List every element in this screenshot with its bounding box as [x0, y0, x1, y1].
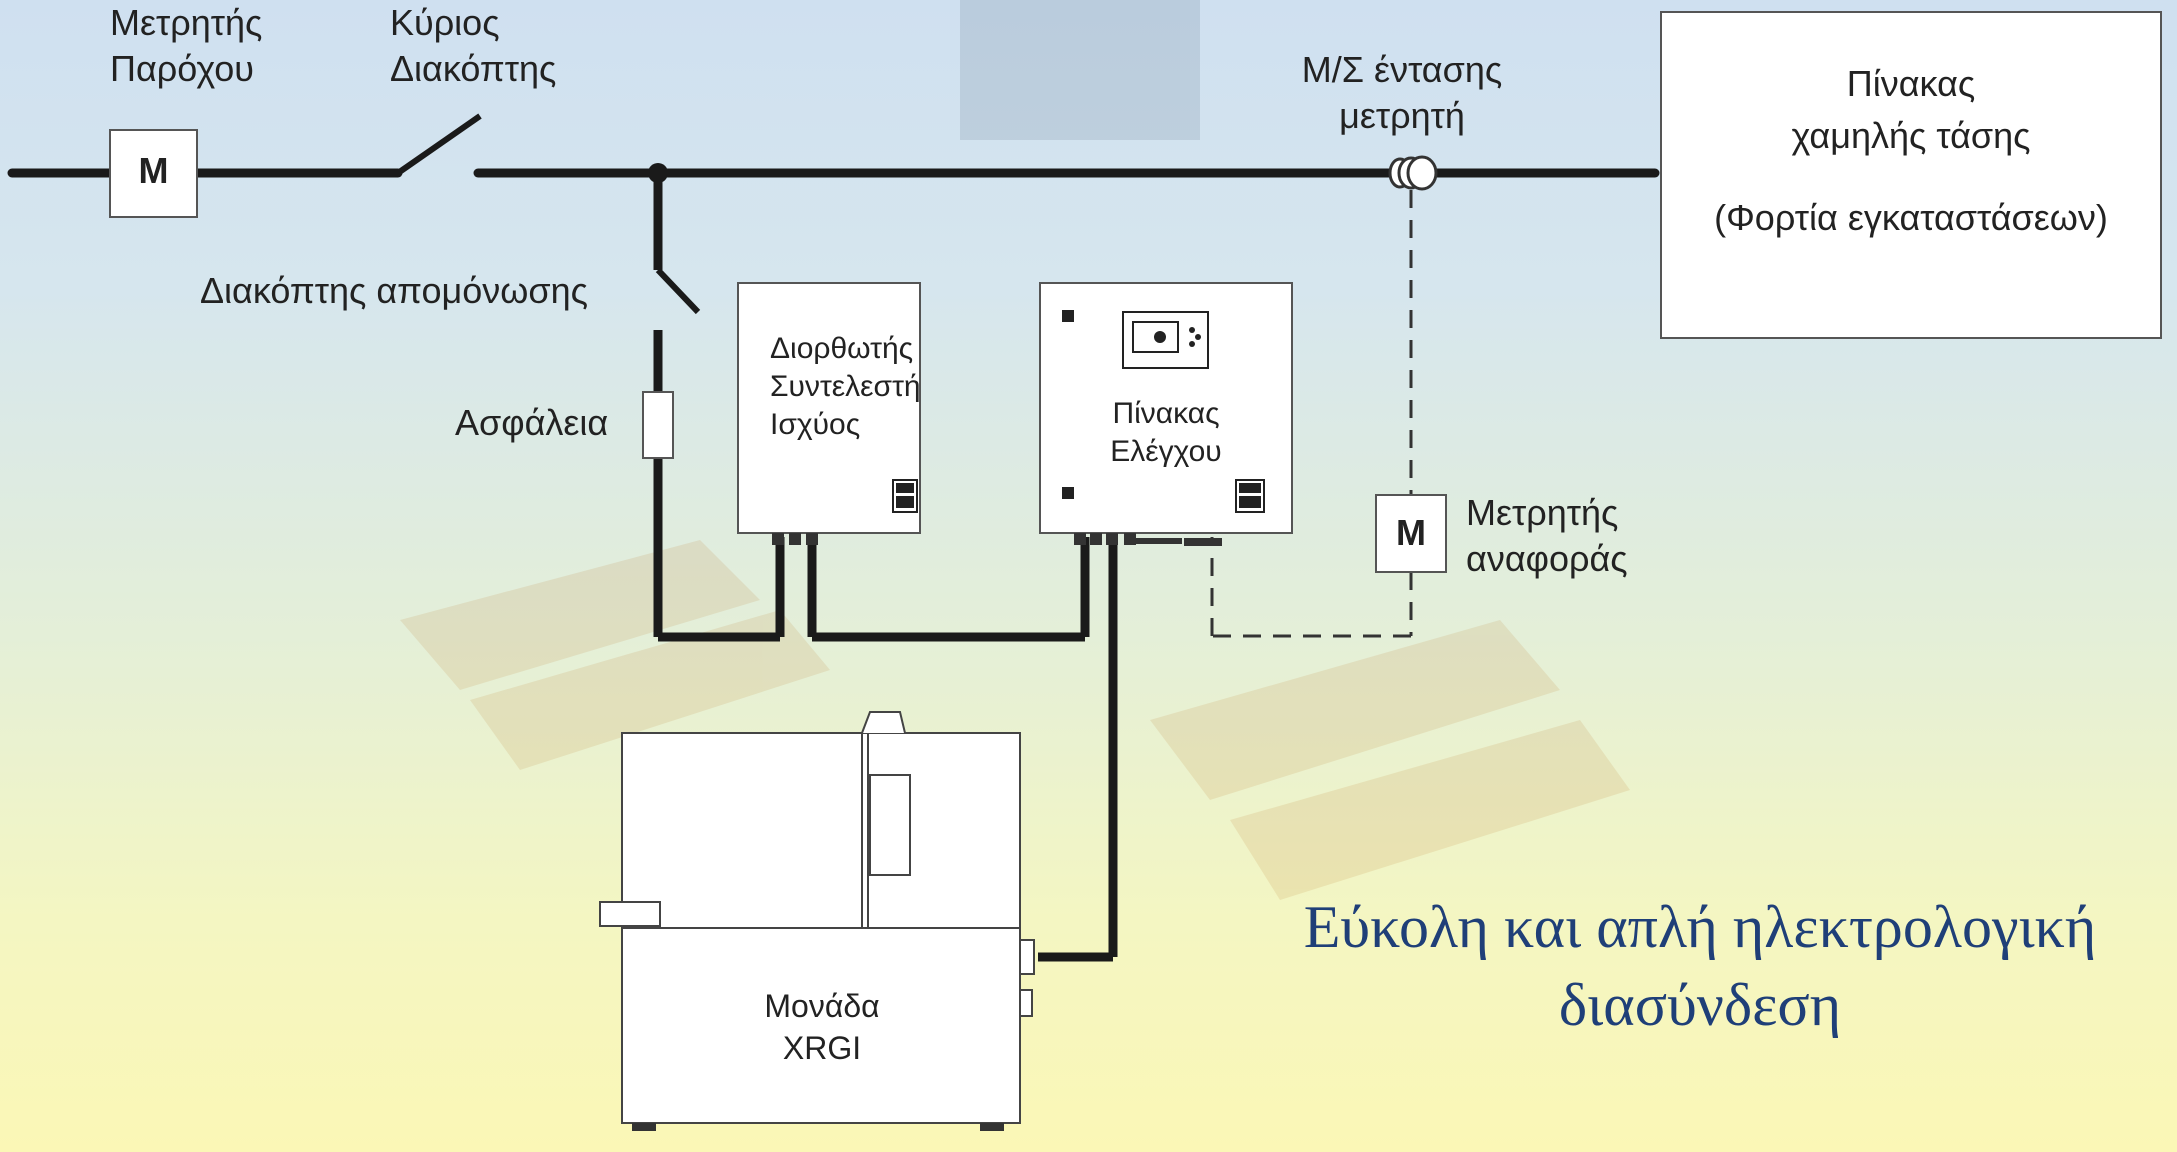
ec-power-logo — [892, 479, 918, 513]
control-terminals — [1074, 533, 1222, 546]
lv-panel-label-line3: (Φορτία εγκαταστάσεων) — [1714, 197, 2108, 238]
xrgi-unit-drawing — [599, 711, 1035, 1124]
provider-meter-label-line2: Παρόχου — [110, 48, 254, 89]
lv-panel-label-line2: χαμηλής τάσης — [1791, 115, 2031, 156]
lv-panel-label-line1: Πίνακας — [1846, 63, 1976, 104]
control-panel-label-line2: Ελέγχου — [1110, 435, 1222, 468]
pf-cable-glands — [772, 533, 818, 545]
provider-meter-box — [109, 129, 198, 218]
reference-meter-box — [1375, 494, 1447, 573]
control-panel-label-line1: Πίνακας — [1112, 397, 1220, 430]
display-icon — [1122, 311, 1209, 369]
provider-meter-label-line1: Μετρητής — [110, 2, 263, 43]
lv-panel-box — [1660, 11, 2162, 339]
provider-meter-symbol: M — [138, 150, 169, 191]
main-switch-label-line2: Διακόπτης — [390, 48, 557, 89]
signal-line — [1210, 190, 1413, 638]
provider-meter-label: Μετρητής Παρόχου — [110, 0, 262, 92]
main-switch-label-line1: Κύριος — [390, 2, 500, 43]
fuse-symbol — [642, 391, 674, 459]
reference-meter-label-line2: αναφοράς — [1466, 538, 1628, 579]
main-switch-label: Κύριος Διακόπτης — [390, 0, 556, 92]
main-switch-blade — [396, 113, 482, 176]
pf-label-line3: Ισχύος — [770, 408, 861, 441]
lv-panel-label: Πίνακας χαμηλής τάσης (Φορτία εγκαταστάσ… — [1661, 58, 2161, 244]
ct-label-line2: μετρητή — [1339, 95, 1465, 136]
background-decoration — [400, 0, 1630, 900]
caption-line1: Εύκολη και απλή ηλεκτρολογική — [1303, 894, 2097, 960]
caption-line2: διασύνδεση — [1558, 972, 1842, 1038]
reference-meter-label-line1: Μετρητής — [1466, 492, 1619, 533]
current-transformer-symbol — [1388, 155, 1438, 191]
slide-caption: Εύκολη και απλή ηλεκτρολογική διασύνδεση — [1250, 888, 2150, 1044]
xrgi-unit-label: Μονάδα XRGI — [702, 985, 942, 1069]
pf-label-line1: Διορθωτής — [770, 332, 914, 365]
fuse-label: Ασφάλεια — [455, 402, 609, 443]
branch-wire — [653, 173, 1118, 962]
xrgi-feet — [632, 1123, 1004, 1131]
pf-label-line2: Συντελεστή — [770, 370, 921, 403]
ec-power-logo — [1235, 479, 1265, 513]
xrgi-label-line1: Μονάδα — [764, 988, 880, 1024]
ct-label-line1: Μ/Σ έντασης — [1301, 49, 1503, 90]
xrgi-label-line2: XRGI — [782, 1030, 862, 1066]
isolation-switch-blade — [655, 267, 701, 315]
control-panel-label: Πίνακας Ελέγχου — [1040, 395, 1292, 471]
pf-corrector-label: Διορθωτής Συντελεστή Ισχύος — [770, 330, 921, 444]
current-transformer-label: Μ/Σ έντασης μετρητή — [1282, 47, 1522, 139]
reference-meter-symbol: M — [1396, 512, 1426, 553]
isolation-switch-label: Διακόπτης απομόνωσης — [200, 270, 588, 311]
pf-corrector-box — [737, 282, 921, 534]
control-screws — [1062, 310, 1074, 499]
reference-meter-label: Μετρητής αναφοράς — [1466, 490, 1628, 582]
